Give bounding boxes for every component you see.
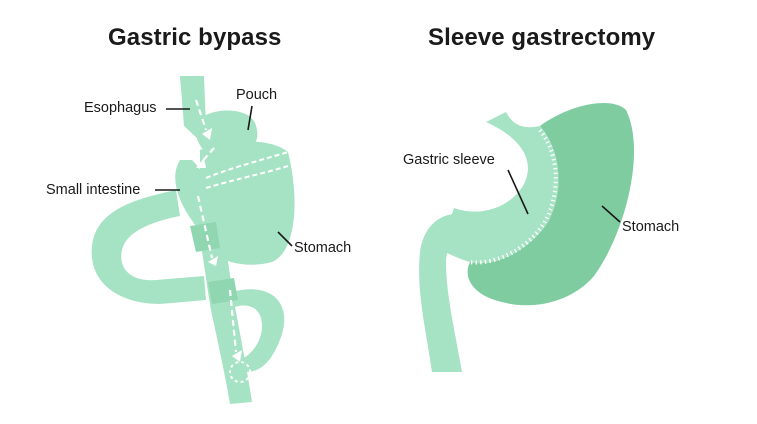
label-sleeve-stomach: Stomach	[622, 219, 680, 235]
bypass-crossing-shade-2	[208, 278, 238, 304]
gastric-bypass-title: Gastric bypass	[108, 24, 282, 51]
bypass-esophagus	[180, 76, 226, 150]
bypass-pouch	[196, 110, 258, 159]
bypass-arrow-heads	[196, 128, 242, 362]
sleeve-duodenum	[419, 213, 472, 372]
label-small-intestine: Small intestine	[46, 182, 141, 198]
label-esophagus: Esophagus	[84, 100, 157, 116]
bypass-crossing-shade-1	[190, 222, 220, 252]
bypass-anastomosis-ring	[229, 361, 251, 383]
gastric-bypass-illustration	[91, 76, 295, 404]
label-bypass-stomach: Stomach	[294, 240, 352, 256]
sleeve-gastrectomy-illustration	[419, 103, 635, 372]
label-pouch: Pouch	[236, 87, 278, 103]
bypass-left-loop	[91, 190, 206, 304]
sleeve-stomach	[467, 103, 635, 306]
label-gastric-sleeve: Gastric sleeve	[403, 152, 495, 168]
sleeve-gastrectomy-title: Sleeve gastrectomy	[428, 24, 656, 51]
bypass-lower-loop	[230, 289, 285, 372]
bypass-staple-line	[205, 151, 289, 189]
bypass-leader-lines	[155, 105, 293, 247]
sleeve-leader-lines	[507, 169, 621, 223]
bypass-flow-arrows	[194, 99, 238, 353]
sleeve-staple-line	[467, 128, 558, 265]
